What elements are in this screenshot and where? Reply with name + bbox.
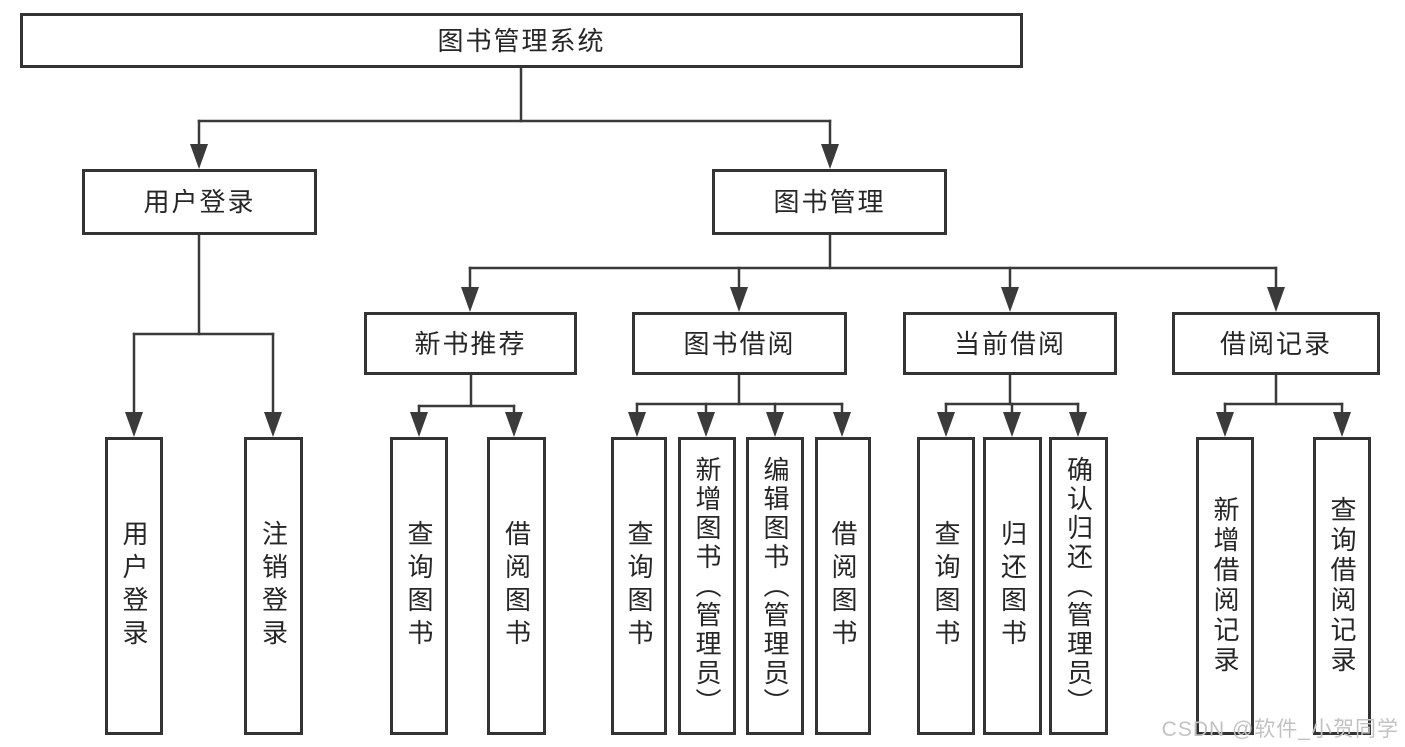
leaf-current-confirm-return-admin: 确认归还（管理员） [1049, 437, 1108, 735]
node-label: 新增借阅记录 [1210, 496, 1240, 676]
node-borrow-records: 借阅记录 [1172, 312, 1380, 375]
leaf-records-query-borrow-record: 查询借阅记录 [1313, 437, 1371, 735]
node-new-book-recommend: 新书推荐 [364, 312, 577, 375]
node-label: 当前借阅 [953, 328, 1066, 359]
node-label: 图书管理系统 [437, 25, 606, 56]
node-label: 借阅记录 [1219, 328, 1332, 359]
node-label: 查询借阅记录 [1327, 496, 1357, 676]
leaf-records-add-borrow-record: 新增借阅记录 [1196, 437, 1254, 735]
node-label: 查询图书 [931, 520, 961, 652]
leaf-recommend-query-books: 查询图书 [390, 437, 448, 735]
leaf-current-return-books: 归还图书 [983, 437, 1042, 735]
node-user-login: 用户登录 [82, 169, 317, 235]
node-library-management-system: 图书管理系统 [20, 13, 1023, 68]
node-book-management: 图书管理 [712, 169, 947, 235]
leaf-user-login: 用户登录 [105, 437, 163, 735]
node-label: 新书推荐 [414, 328, 527, 359]
leaf-logout-login: 注销登录 [244, 437, 303, 735]
arrowheads [125, 144, 1351, 437]
node-label: 编辑图书（管理员） [760, 455, 790, 717]
node-label: 归还图书 [997, 520, 1028, 652]
leaf-borrow-query-books: 查询图书 [611, 437, 667, 735]
leaf-borrow-edit-books-admin: 编辑图书（管理员） [746, 437, 804, 735]
node-label: 确认归还（管理员） [1063, 455, 1094, 717]
leaf-current-query-books: 查询图书 [917, 437, 975, 735]
leaf-recommend-borrow-books: 借阅图书 [487, 437, 546, 735]
node-label: 注销登录 [258, 520, 289, 652]
node-book-borrow: 图书借阅 [632, 312, 847, 375]
node-label: 新增图书（管理员） [692, 455, 722, 717]
node-label: 图书借阅 [683, 328, 796, 359]
node-label: 借阅图书 [501, 520, 532, 652]
node-label: 图书管理 [773, 187, 886, 217]
leaf-borrow-add-books-admin: 新增图书（管理员） [678, 437, 736, 735]
watermark: CSDN @软件_小贺同学 [1161, 718, 1399, 741]
node-label: 用户登录 [143, 187, 256, 217]
node-label: 用户登录 [119, 520, 149, 652]
node-label: 查询图书 [624, 520, 654, 652]
node-label: 借阅图书 [828, 520, 858, 652]
leaf-borrow-borrow-books: 借阅图书 [815, 437, 871, 735]
node-current-borrow: 当前借阅 [903, 312, 1117, 375]
node-label: 查询图书 [404, 520, 434, 652]
